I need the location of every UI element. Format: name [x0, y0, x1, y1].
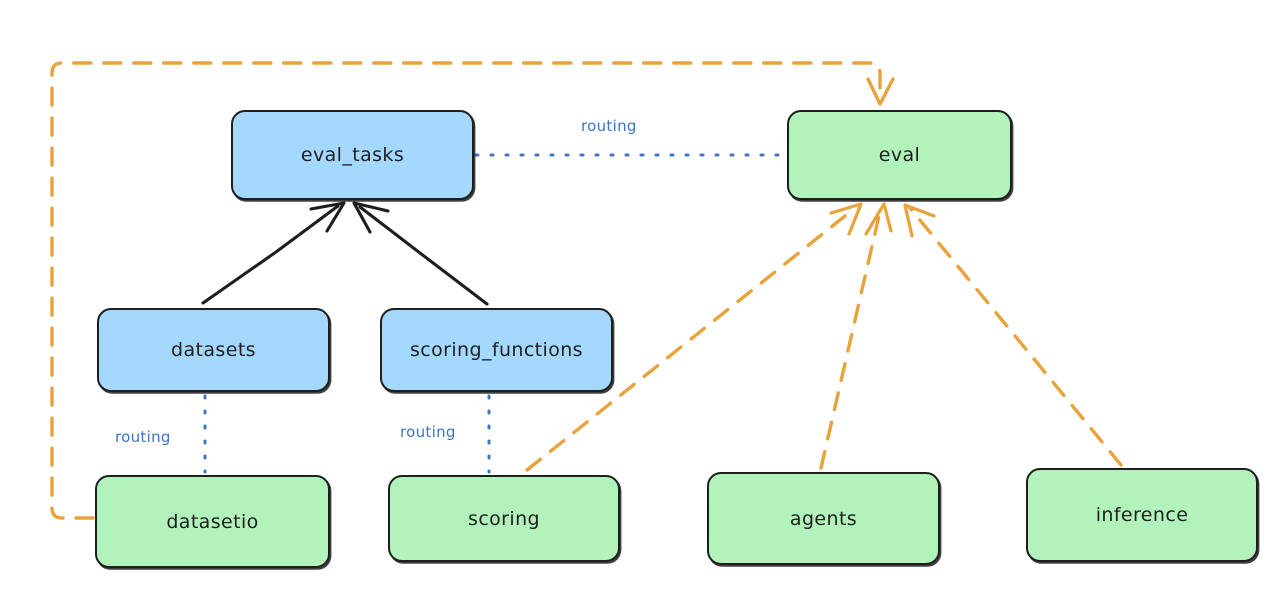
node-agents[interactable]: agents — [707, 472, 940, 565]
edge-datasets-to-eval-tasks — [201, 201, 346, 305]
node-label-scoring-functions: scoring_functions — [410, 339, 583, 361]
edge-scoring-functions-to-eval-tasks — [352, 201, 489, 306]
node-eval[interactable]: eval — [787, 110, 1012, 200]
node-label-scoring: scoring — [468, 507, 540, 530]
node-eval-tasks[interactable]: eval_tasks — [231, 110, 474, 200]
node-scoring-functions[interactable]: scoring_functions — [380, 308, 613, 392]
edge-label-routing-datasets-datasetio: routing — [115, 428, 171, 446]
node-label-inference: inference — [1095, 504, 1189, 526]
node-datasets[interactable]: datasets — [97, 308, 330, 392]
node-label-eval: eval — [878, 144, 921, 166]
node-label-datasets: datasets — [171, 339, 256, 361]
node-datasetio[interactable]: datasetio — [95, 475, 330, 568]
edge-agents-to-eval — [819, 202, 893, 470]
node-label-datasetio: datasetio — [166, 510, 259, 533]
node-scoring[interactable]: scoring — [388, 475, 620, 562]
node-label-eval-tasks: eval_tasks — [300, 144, 405, 166]
edge-label-routing-eval-tasks-eval: routing — [581, 117, 637, 135]
edge-label-routing-scoring-functions-scoring: routing — [400, 423, 456, 441]
edge-inference-to-eval — [903, 203, 1123, 467]
node-label-agents: agents — [789, 507, 858, 530]
node-inference[interactable]: inference — [1026, 468, 1258, 562]
